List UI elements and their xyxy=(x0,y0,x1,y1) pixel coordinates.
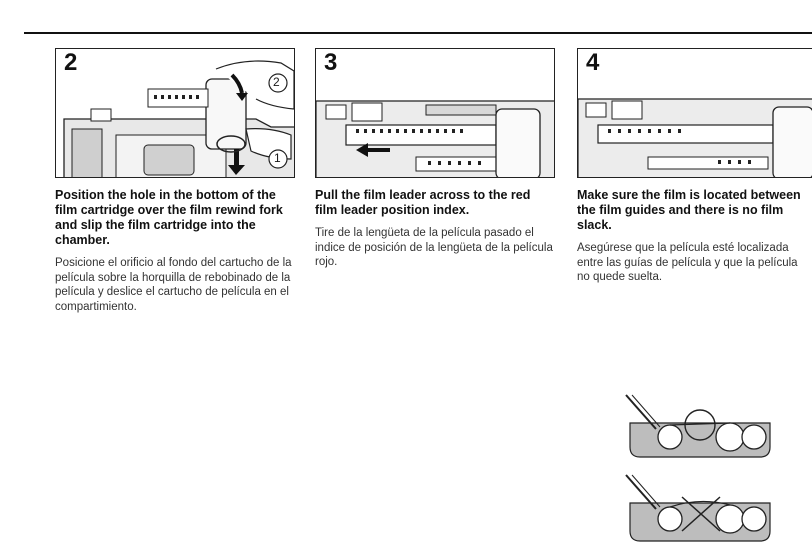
step-number: 3 xyxy=(324,49,338,76)
step-4-spanish-text: Asegúrese que la película esté localizad… xyxy=(577,242,798,283)
film-path-diagram-svg xyxy=(625,394,771,542)
step-3: 3 Pull the film leader across to the red… xyxy=(315,48,555,270)
camera-cartridge-illustration xyxy=(63,60,294,177)
ok-circle-icon xyxy=(684,409,716,441)
correct-film-path-diagram xyxy=(625,394,771,458)
step-2-illustration: 2 2 1 xyxy=(55,48,295,178)
step-2-english-text: Position the hole in the bottom of the f… xyxy=(55,188,283,247)
top-rule xyxy=(24,32,812,34)
film-path-diagrams xyxy=(620,385,780,555)
step-4-illustration: 4 xyxy=(577,48,812,178)
step-4-english-text: Make sure the film is located between th… xyxy=(577,188,801,232)
step-number: 2 xyxy=(64,49,78,76)
film-leader-illustration xyxy=(316,100,554,177)
step-3-spanish-text: Tire de la lengüeta de la película pasad… xyxy=(315,227,553,268)
step-3-english-text: Pull the film leader across to the red f… xyxy=(315,188,531,217)
callout-2: 2 xyxy=(273,75,280,89)
film-guides-illustration xyxy=(578,98,812,177)
incorrect-film-path-diagram xyxy=(625,474,771,542)
callout-1: 1 xyxy=(274,151,281,165)
step-3-illustration: 3 xyxy=(315,48,555,178)
step-number: 4 xyxy=(586,49,600,76)
step-2-spanish-text: Posicione el orificio al fondo del cartu… xyxy=(55,257,292,313)
step-2: 2 2 1 Position the hole in the bottom of… xyxy=(55,48,295,314)
step-4: 4 Make sure the film is located between … xyxy=(577,48,812,285)
